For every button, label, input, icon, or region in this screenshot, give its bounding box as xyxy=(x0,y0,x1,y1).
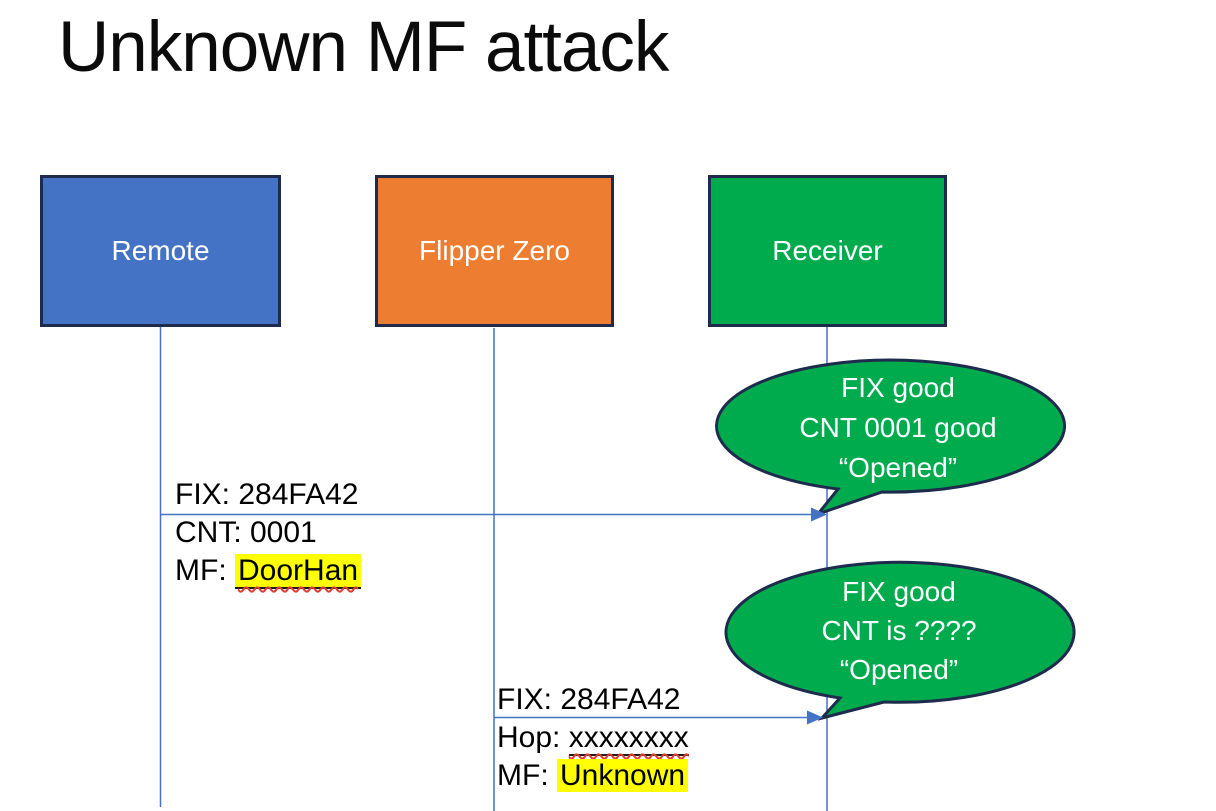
message-2-hop-line: Hop: xxxxxxxx xyxy=(497,719,689,757)
message-arrows xyxy=(160,507,827,725)
speech-bubble-1 xyxy=(715,358,1067,518)
slide-title: Unknown MF attack xyxy=(58,8,669,87)
callout-2-line-1: FIX good xyxy=(842,576,956,607)
message-1-mf-value-highlighted: DoorHan xyxy=(235,554,362,589)
message-2-labels: FIX: 284FA42 Hop: xxxxxxxx MF: Unknown xyxy=(497,681,689,795)
actor-box-receiver: Receiver xyxy=(708,175,947,327)
message-2-mf-value-highlighted: Unknown xyxy=(557,759,689,792)
message-2-fix-line: FIX: 284FA42 xyxy=(497,683,681,716)
message-2-mf-prefix: MF: xyxy=(497,759,557,792)
message-arrow-2-head-icon xyxy=(807,710,823,725)
message-2-hop-value: xxxxxxxx xyxy=(568,721,689,756)
speech-bubble-2-text: FIX good CNT is ???? “Opened” xyxy=(727,572,1071,689)
callout-1-line-1: FIX good xyxy=(841,372,955,403)
speech-bubble-2 xyxy=(724,560,1076,721)
message-arrow-1-head-icon xyxy=(811,507,827,522)
callout-2-line-2: CNT is ???? xyxy=(821,615,977,646)
message-1-mf-line: MF: DoorHan xyxy=(175,552,362,590)
actor-label-flipper-zero: Flipper Zero xyxy=(419,235,570,266)
callout-1-line-2: CNT 0001 good xyxy=(799,412,997,443)
message-1-mf-prefix: MF: xyxy=(175,554,235,587)
message-1-fix-line: FIX: 284FA42 xyxy=(175,478,359,511)
message-2-mf-line: MF: Unknown xyxy=(497,757,689,795)
speech-bubble-1-text: FIX good CNT 0001 good “Opened” xyxy=(726,368,1070,488)
actor-label-receiver: Receiver xyxy=(772,235,883,266)
message-2-hop-prefix: Hop: xyxy=(497,721,569,754)
actor-box-flipper-zero: Flipper Zero xyxy=(375,175,614,327)
callout-2-line-3: “Opened” xyxy=(839,654,959,685)
message-1-cnt-line: CNT: 0001 xyxy=(175,516,317,549)
actor-label-remote: Remote xyxy=(111,235,210,266)
actor-box-remote: Remote xyxy=(40,175,281,327)
message-1-labels: FIX: 284FA42 CNT: 0001 MF: DoorHan xyxy=(175,476,362,590)
callout-1-line-3: “Opened” xyxy=(838,452,958,483)
